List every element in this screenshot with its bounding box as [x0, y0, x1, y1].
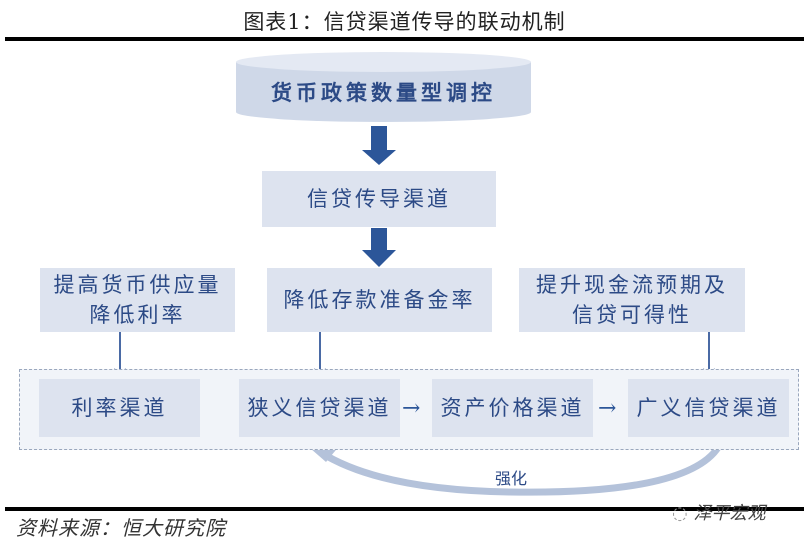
top-rule	[5, 37, 804, 41]
figure-title: 图表1：信贷渠道传导的联动机制	[243, 10, 566, 34]
wechat-icon: ◌	[672, 503, 688, 524]
node-narrow-credit-channel: 狭义信贷渠道	[239, 379, 400, 437]
source-note: 资料来源：恒大研究院	[16, 516, 226, 540]
node-increase-money-supply: 提高货币供应量 降低利率	[40, 268, 235, 332]
node-interest-channel: 利率渠道	[39, 379, 200, 437]
bottom-rule	[5, 507, 804, 511]
arrow-asset-to-broad: →	[598, 396, 617, 421]
feedback-label: 强化	[495, 469, 528, 488]
node-asset-price-channel: 资产价格渠道	[432, 379, 593, 437]
node-lower-rrr: 降低存款准备金率	[267, 268, 492, 332]
node-credit-transmission: 信贷传导渠道	[262, 171, 496, 227]
thick-arrow-1	[362, 126, 396, 165]
arrow-narrow-to-asset: →	[402, 396, 421, 421]
node-monetary-policy-label: 货币政策数量型调控	[271, 80, 496, 105]
thick-arrow-2	[362, 228, 396, 267]
node-cashflow-expectation: 提升现金流预期及 信贷可得性	[519, 268, 745, 332]
node-monetary-policy: 货币政策数量型调控	[236, 52, 531, 124]
node-broad-credit-channel: 广义信贷渠道	[628, 379, 789, 437]
watermark: ◌ 泽平宏观	[672, 503, 766, 524]
